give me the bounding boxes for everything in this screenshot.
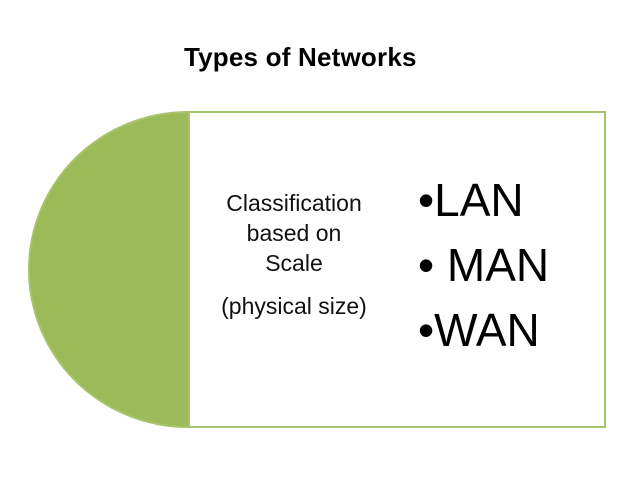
network-type-list: •LAN • MAN •WAN [418,168,549,363]
classification-line-1: Classification [226,190,362,216]
classification-line-4: (physical size) [221,293,367,319]
content-panel [188,111,606,428]
classification-text: Classification based on Scale (physical … [196,188,392,321]
list-item-lan: •LAN [418,174,524,226]
slide-title: Types of Networks [184,42,417,72]
classification-line-2: based on [246,220,342,246]
classification-line-3: Scale [265,250,323,276]
list-item-wan: •WAN [418,304,540,356]
list-item-man: • MAN [418,239,550,291]
